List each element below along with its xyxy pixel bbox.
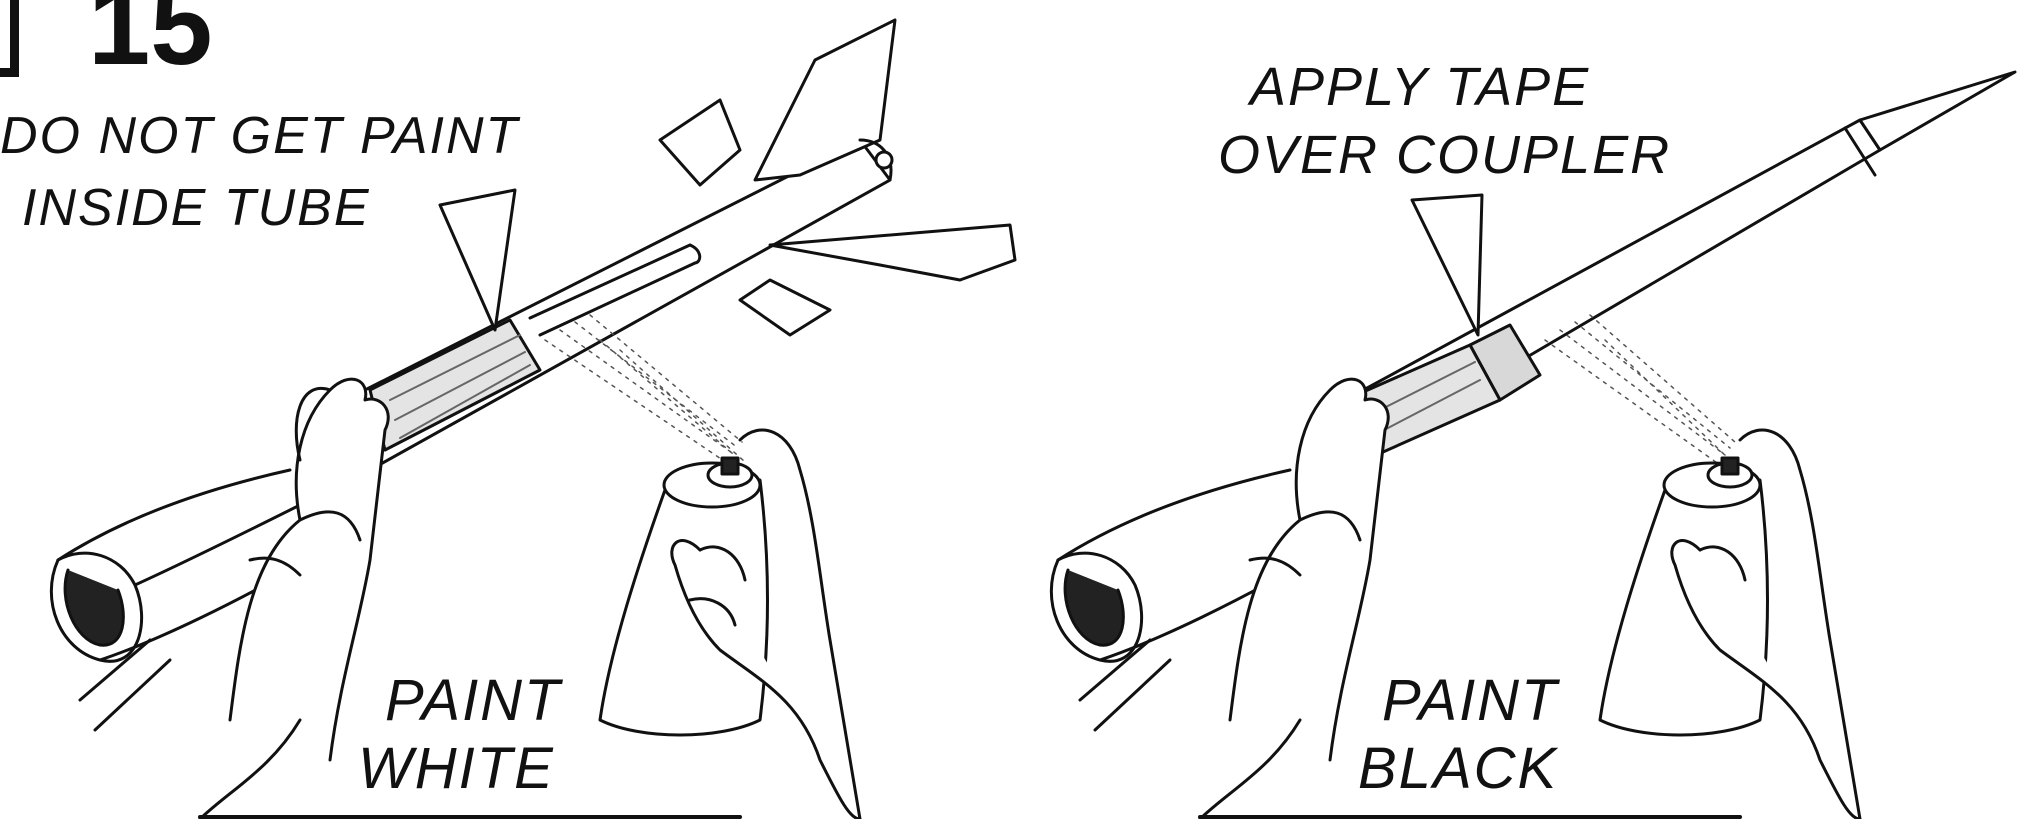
left-rocket xyxy=(355,20,1015,470)
right-callout-line1: APPLY TAPE xyxy=(1250,60,1590,114)
step-number: 15 xyxy=(88,0,213,82)
right-instruction-line2: BLACK xyxy=(1358,740,1558,798)
right-instruction-line1: PAINT xyxy=(1382,672,1559,730)
right-spray-can xyxy=(1600,458,1768,735)
right-callout-pointer xyxy=(1412,195,1482,335)
left-holding-hand xyxy=(230,379,388,760)
left-instruction-line1: PAINT xyxy=(385,672,562,730)
left-callout-line2: INSIDE TUBE xyxy=(22,182,371,234)
right-spray-mist xyxy=(1545,315,1735,465)
left-spray-can xyxy=(600,458,768,735)
left-instruction-line2: WHITE xyxy=(358,740,555,798)
step-bracket xyxy=(0,0,19,77)
right-callout-line2: OVER COUPLER xyxy=(1218,128,1671,182)
left-callout-pointer xyxy=(440,190,515,330)
right-holding-hand xyxy=(1230,379,1388,760)
left-callout-line1: DO NOT GET PAINT xyxy=(0,110,519,162)
